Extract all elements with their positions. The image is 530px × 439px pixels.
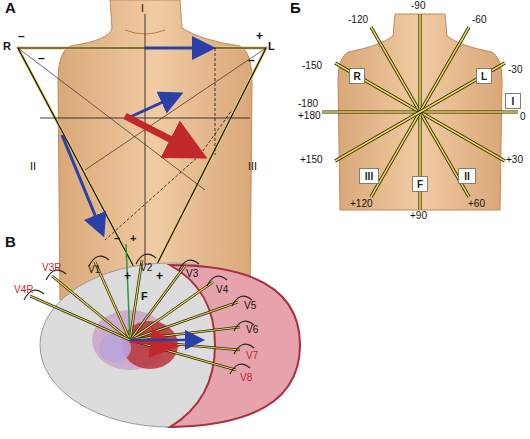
lead-name: II <box>464 171 470 182</box>
lead-box: II <box>458 168 476 184</box>
axis-label: + <box>156 270 163 282</box>
lead-name: R <box>353 71 360 82</box>
axis-label: V6 <box>246 324 258 336</box>
chest-vectors <box>126 244 200 345</box>
axis-label: V2 <box>140 262 152 274</box>
axis-label: Б <box>290 2 301 14</box>
axis-label: – <box>38 52 45 64</box>
lead-name: III <box>365 171 373 182</box>
lead-box: I <box>505 93 521 109</box>
lead-line-outline <box>130 327 240 340</box>
lead-line-outline <box>130 340 236 370</box>
axis-label: -30 <box>508 64 522 76</box>
axis-label: 0 <box>520 111 526 123</box>
axis-label: V1 <box>88 264 100 276</box>
lead-name: L <box>481 71 487 82</box>
axis-label: +120 <box>350 198 373 210</box>
lead-box: R <box>349 68 365 84</box>
axis-label: + <box>124 270 131 282</box>
axis-label: – <box>18 30 25 42</box>
lead-line <box>130 266 185 340</box>
lead-line-outline <box>130 266 185 340</box>
torso-a <box>58 0 252 300</box>
axis-label: R <box>3 40 11 52</box>
axis-label: +180 <box>298 110 321 122</box>
axis-label: -90 <box>411 0 425 12</box>
axis-label: + <box>256 30 263 42</box>
lead-box: L <box>476 68 492 84</box>
axis-label: +30 <box>506 154 523 166</box>
axis-label: V4 <box>216 284 228 296</box>
chest-lead-lines <box>24 254 254 374</box>
axis-label: III <box>248 160 257 172</box>
axis-label: -150 <box>302 60 322 72</box>
axis-label: I <box>141 2 144 14</box>
axis-label: L <box>268 40 275 52</box>
lead-box: III <box>359 168 379 184</box>
axis-label: В <box>5 236 16 248</box>
axis-outline <box>335 63 505 161</box>
chest-section <box>40 263 300 427</box>
axis-label: -120 <box>348 14 368 26</box>
lead-line <box>130 327 240 340</box>
lead-name: F <box>417 179 423 190</box>
axis-label: А <box>5 2 16 14</box>
axis-label: V8 <box>240 372 252 384</box>
axis-label: V5 <box>244 300 256 312</box>
axis-label: -60 <box>472 14 486 26</box>
einthoven-triangle <box>18 14 266 288</box>
axis-label: V7 <box>246 350 258 362</box>
axis-label: F <box>141 290 148 302</box>
lead-line <box>52 276 130 340</box>
lead-line <box>130 340 236 370</box>
axis-label: +90 <box>410 210 427 222</box>
hexaxial-lines <box>322 14 518 210</box>
axis-label: +60 <box>468 198 485 210</box>
axis-label: – <box>114 232 120 244</box>
axis-label: V3 <box>186 268 198 280</box>
axis-label: II <box>30 160 36 172</box>
axis-label: V3R <box>42 262 61 274</box>
lead-line-outline <box>30 296 130 340</box>
lead-line <box>30 296 130 340</box>
axis-label: +150 <box>300 154 323 166</box>
lead-name: I <box>512 96 515 107</box>
axis-label: V4R <box>14 284 33 296</box>
vector-arrows <box>62 48 210 232</box>
axis-line <box>335 63 505 161</box>
lead-box: F <box>412 176 428 192</box>
lead-line-outline <box>52 276 130 340</box>
axis-label: + <box>130 232 136 244</box>
axis-label: – <box>248 54 255 66</box>
axis-label: -180 <box>298 98 318 110</box>
